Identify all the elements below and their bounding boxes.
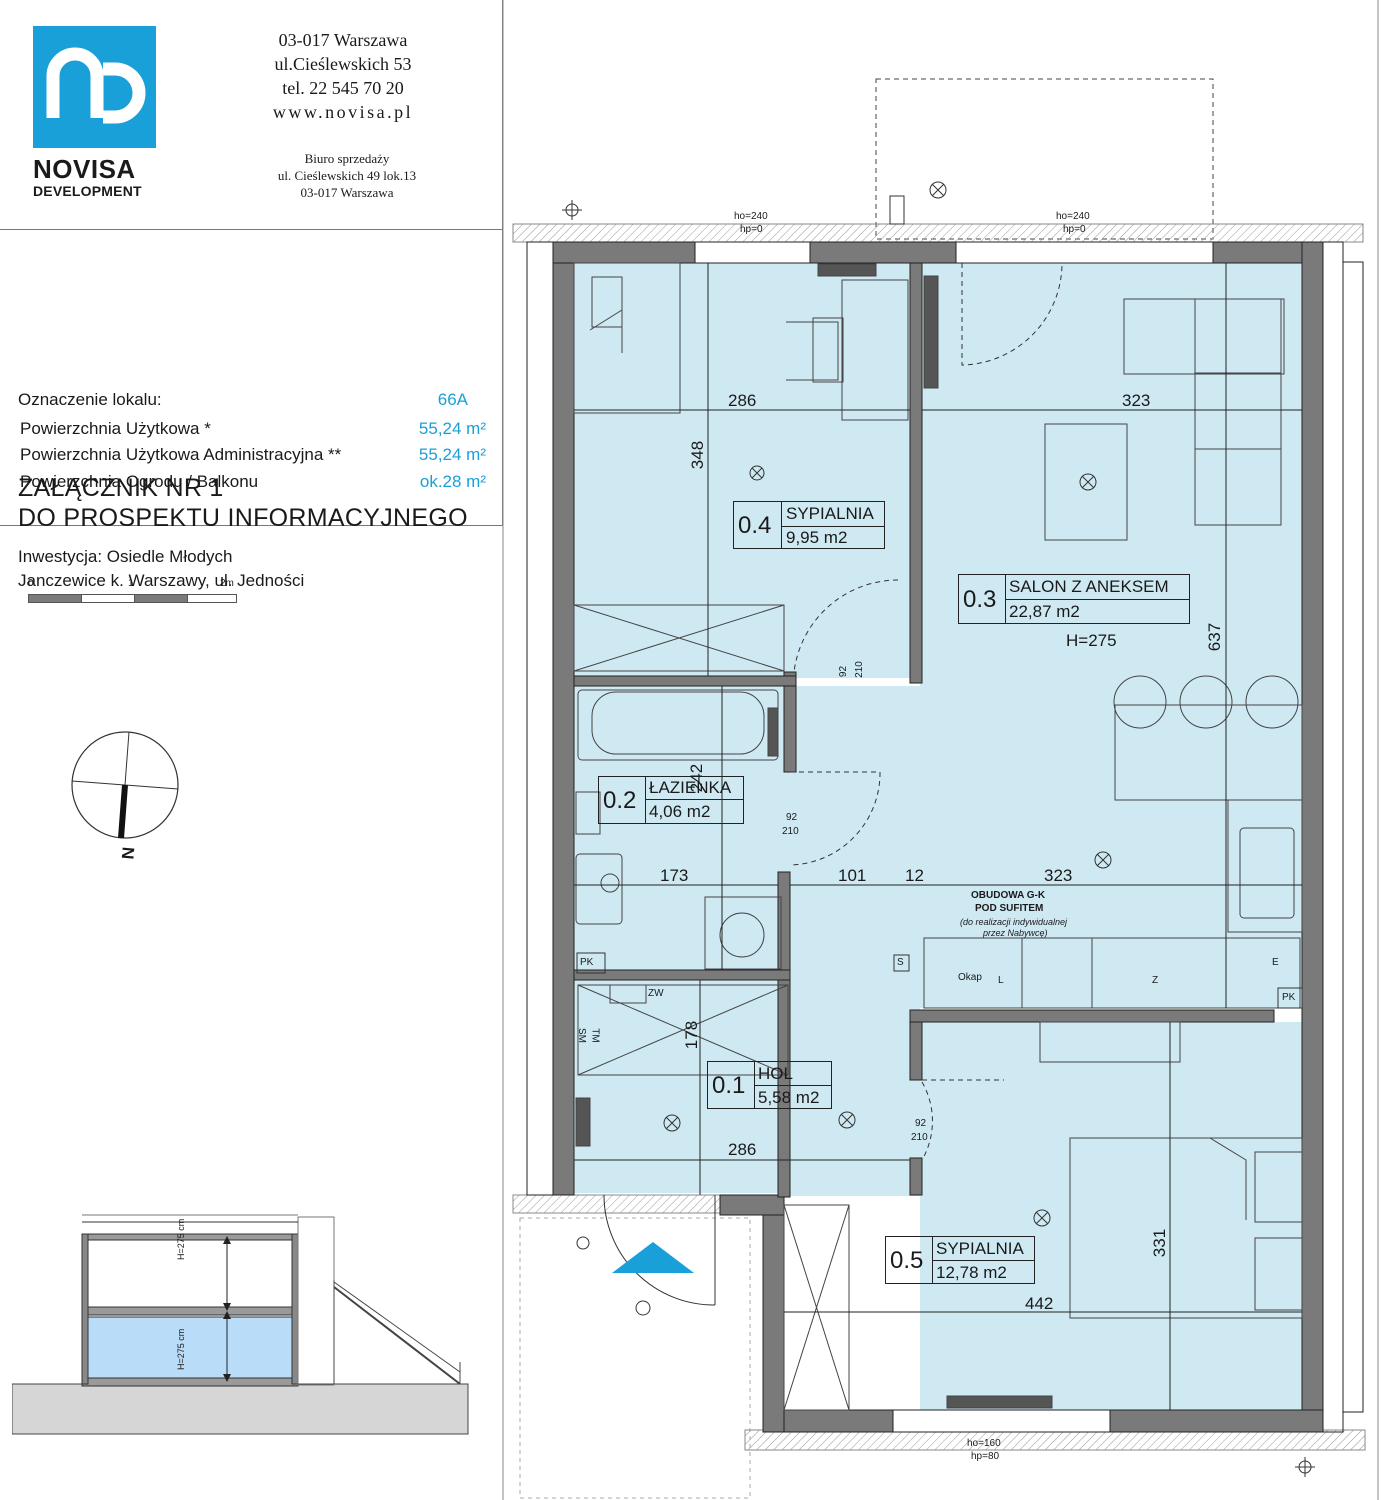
garden-area-label: Powierzchnia Ogrodu / Balkonu <box>20 472 259 491</box>
room-number: 0.2 <box>603 787 637 814</box>
dimension-label: 331 <box>1150 1228 1170 1258</box>
room-label-bedroom-1: 0.4 SYPIALNIA 9,95 m2 <box>733 501 885 549</box>
company-address: 03-017 Warszawa ul.Cieślewskich 53 tel. … <box>238 28 448 124</box>
dimension-label: 178 <box>682 1020 702 1050</box>
window-label: ho=160 <box>967 1438 1001 1449</box>
annotation-note: przez Nabywcę) <box>983 928 1048 938</box>
room-number: 0.3 <box>963 586 997 613</box>
investment-line: Inwestycja: Osiedle Młodych <box>18 547 233 566</box>
room-number: 0.4 <box>738 512 772 539</box>
annotation-label: S <box>897 957 904 968</box>
company-subtitle: DEVELOPMENT <box>33 183 142 199</box>
annotation-note: (do realizacji indywidualnej <box>960 917 1068 927</box>
dimension-label: 286 <box>728 1140 757 1159</box>
window-label: hp=0 <box>740 224 763 235</box>
phone: tel. 22 545 70 20 <box>282 78 404 98</box>
title-line: ZAŁĄCZNIK NR 1 <box>18 474 224 502</box>
room-area: 4,06 m2 <box>649 802 711 821</box>
dimension-label: 348 <box>688 440 708 470</box>
annotation-label: L <box>998 975 1004 986</box>
room-name: ŁAZIENKA <box>649 778 732 797</box>
room-name: HOL <box>758 1064 793 1083</box>
designation-value: 66A <box>437 390 468 409</box>
dimension-label: 442 <box>1025 1294 1054 1313</box>
room-label-bedroom-2: 0.5 SYPIALNIA 12,78 m2 <box>885 1236 1035 1284</box>
investment-info: Inwestycja: Osiedle Młodych Janczewice k… <box>18 545 304 593</box>
window-label: ho=240 <box>734 211 768 222</box>
company-name: NOVISA <box>33 154 136 184</box>
room-number: 0.1 <box>712 1072 746 1099</box>
room-label-bathroom: 0.2 ŁAZIENKA 4,06 m2 <box>598 776 744 824</box>
compass-icon <box>71 731 179 839</box>
dimension-label: 173 <box>660 866 689 885</box>
window-label: ho=240 <box>1056 211 1090 222</box>
info-panel: ZAŁĄCZNIK NR 1 DO PROSPEKTU INFORMACYJNE… <box>0 230 503 590</box>
garden-area-value: ok.28 m² <box>419 472 486 491</box>
door-label: 92 <box>786 812 798 823</box>
scale-label: 2m <box>220 578 234 589</box>
window-label: hp=80 <box>971 1451 1000 1462</box>
building-section <box>12 1214 469 1435</box>
room-number: 0.5 <box>890 1247 924 1274</box>
door-label: 210 <box>911 1132 928 1143</box>
scale-label: 0 <box>28 578 34 589</box>
usable-area-label: Powierzchnia Użytkowa * <box>20 419 211 438</box>
office-line: ul. Cieślewskich 49 lok.13 <box>277 168 417 183</box>
office-line: Biuro sprzedaży <box>304 151 390 166</box>
dimension-label: 286 <box>728 391 757 410</box>
room-name: SALON Z ANEKSEM <box>1009 577 1169 596</box>
door-label: 210 <box>782 826 799 837</box>
annotation-label: SM <box>576 1028 587 1043</box>
room-name: SYPIALNIA <box>936 1239 1024 1258</box>
address-line: ul.Cieślewskich 53 <box>274 54 412 74</box>
title-line: DO PROSPEKTU INFORMACYJNEGO <box>18 504 468 532</box>
document-title: ZAŁĄCZNIK NR 1 DO PROSPEKTU INFORMACYJNE… <box>18 473 468 533</box>
door-label: 92 <box>838 665 850 678</box>
door-label: 210 <box>853 661 865 678</box>
annotation-label: TM <box>589 1028 601 1043</box>
sales-office: Biuro sprzedaży ul. Cieślewskich 49 lok.… <box>240 150 454 201</box>
website-link[interactable]: www.novisa.pl <box>272 102 414 122</box>
room-area: 9,95 m2 <box>786 528 848 547</box>
logo-icon <box>33 26 156 148</box>
annotation-label: E <box>1272 957 1279 968</box>
annotation-label: OBUDOWA G-K <box>971 890 1046 901</box>
dimension-label: 101 <box>838 866 867 885</box>
admin-area-value: 55,24 m² <box>418 445 486 464</box>
annotation-label: POD SUFITEM <box>975 903 1044 914</box>
office-line: 03-017 Warszawa <box>300 185 394 200</box>
designation-label: Oznaczenie lokalu: <box>18 390 162 409</box>
dimension-label: 637 <box>1205 622 1225 652</box>
scale-bar: 0 1 2m <box>28 578 238 608</box>
door-label: 92 <box>915 1118 927 1129</box>
room-label-hall: 0.1 HOL 5,58 m2 <box>707 1061 832 1109</box>
investment-line: Janczewice k. Warszawy, ul. Jedności <box>18 571 305 590</box>
dimension-label: 323 <box>1044 866 1073 885</box>
annotation-label: Okap <box>958 972 982 983</box>
annotation-label: PK <box>1282 992 1296 1003</box>
scale-label: 1 <box>128 578 134 589</box>
annotation-label: PK <box>580 957 594 968</box>
dimension-label: 242 <box>687 763 707 793</box>
room-area: 5,58 m2 <box>758 1088 820 1107</box>
header-panel: NOVISA DEVELOPMENT 03-017 Warszawa ul.Ci… <box>0 0 503 230</box>
annotation-label: ZW <box>648 988 664 999</box>
window-label: hp=0 <box>1063 224 1086 235</box>
admin-area-label: Powierzchnia Użytkowa Administracyjna ** <box>20 445 342 464</box>
dimension-label: 12 <box>905 866 924 885</box>
room-name: SYPIALNIA <box>786 504 874 523</box>
room-label-salon: 0.3 SALON Z ANEKSEM 22,87 m2 <box>958 574 1190 624</box>
room-height: H=275 <box>1066 631 1117 650</box>
dimension-label: 323 <box>1122 391 1151 410</box>
address-line: 03-017 Warszawa <box>278 30 408 50</box>
room-area: 22,87 m2 <box>1009 602 1080 621</box>
usable-area-value: 55,24 m² <box>418 419 486 438</box>
annotation-label: Z <box>1152 975 1159 986</box>
room-area: 12,78 m2 <box>936 1263 1007 1282</box>
